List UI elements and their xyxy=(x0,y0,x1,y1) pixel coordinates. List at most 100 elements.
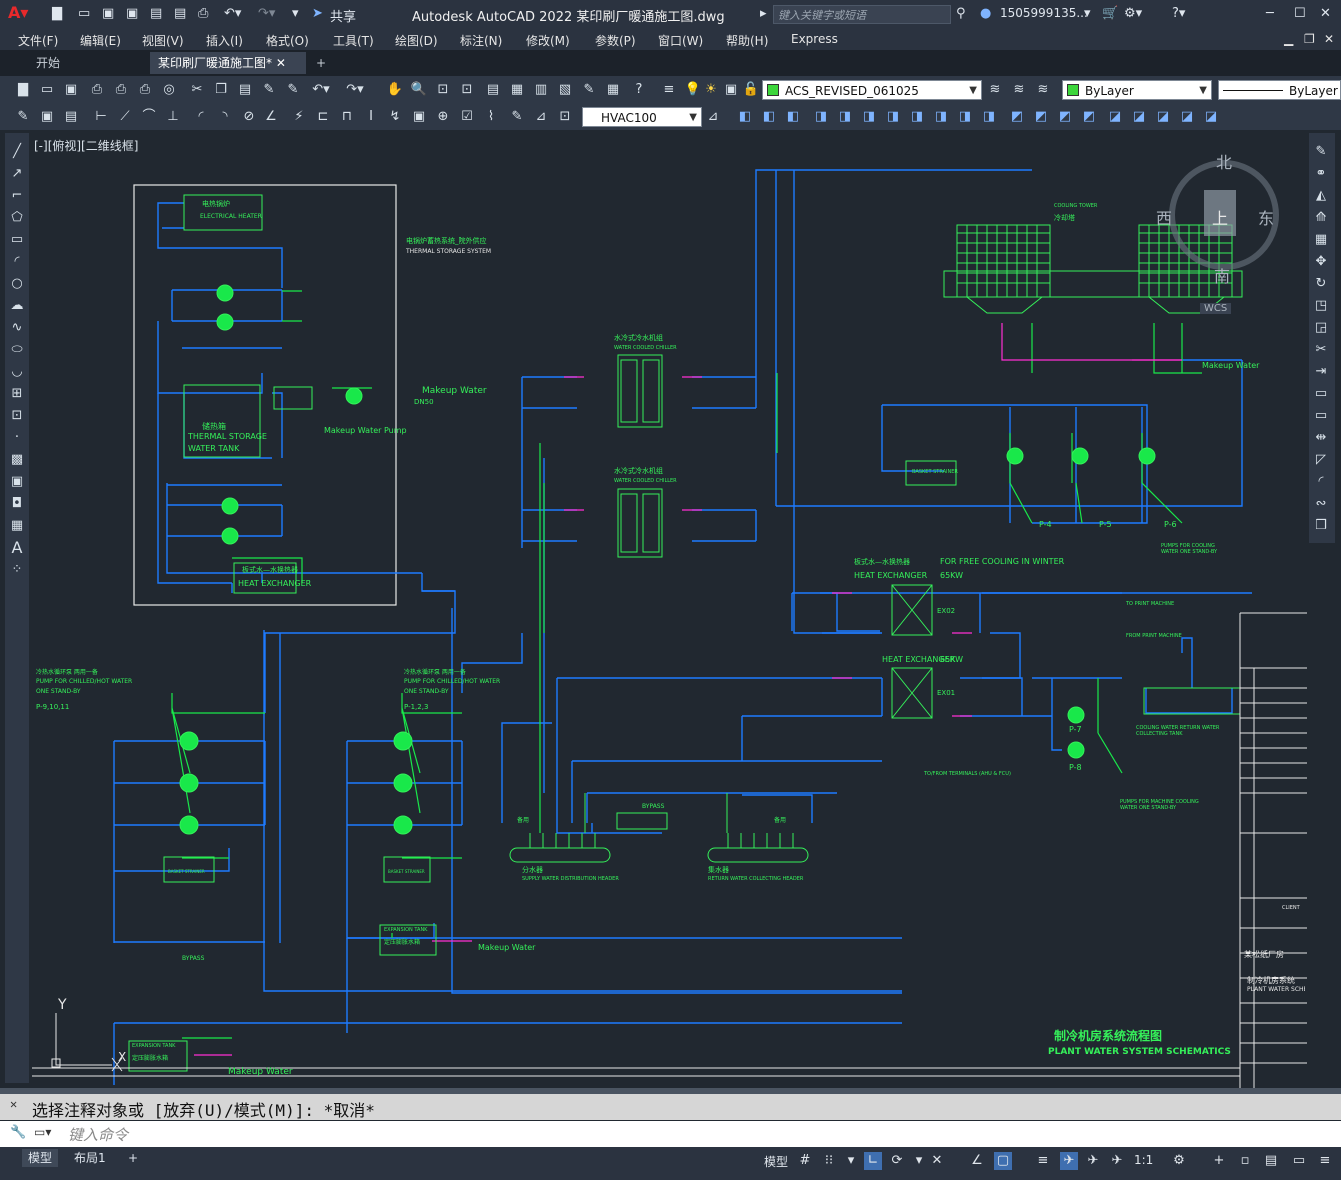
grid-icon[interactable]: # xyxy=(799,1153,811,1168)
properties-icon[interactable]: ▤ xyxy=(486,82,500,97)
drawing-canvas[interactable]: [-][俯视][二维线框] xyxy=(32,133,1307,1088)
dim-space-icon[interactable]: I xyxy=(369,109,373,124)
auto-scale-icon[interactable]: ✈ xyxy=(1087,1153,1099,1168)
center-mark-icon[interactable]: ⊕ xyxy=(437,109,449,124)
customize-wrench-icon[interactable]: 🔧 xyxy=(10,1125,27,1140)
arc-length-icon[interactable]: ⌒ xyxy=(142,109,156,124)
trim-icon[interactable]: ✂ xyxy=(1315,342,1327,357)
cut-icon[interactable]: ✂ xyxy=(191,82,203,97)
explode-icon[interactable]: ❒ xyxy=(1315,518,1327,533)
sheet-set-icon[interactable]: ▧ xyxy=(558,82,572,97)
add-selected-icon[interactable]: ⁘ xyxy=(11,562,23,577)
break-at-point-icon[interactable]: ▭ xyxy=(1314,386,1328,401)
tab-close-icon[interactable]: ✕ xyxy=(275,56,286,70)
aligned-dim-icon[interactable]: ⟋ xyxy=(120,109,130,124)
maximize-icon[interactable]: ☐ xyxy=(1294,6,1306,21)
region-icon[interactable]: ◘ xyxy=(11,496,23,511)
user-account[interactable]: 1505999135... xyxy=(1000,6,1088,20)
mirror-icon[interactable]: ◭ xyxy=(1316,188,1326,203)
zoom-window-icon[interactable]: ⊡ xyxy=(437,82,449,97)
rectangle-icon[interactable]: ▭ xyxy=(10,232,24,247)
qdim-icon[interactable]: ✎ xyxy=(17,109,29,124)
rotate-icon[interactable]: ↻ xyxy=(1315,276,1327,291)
union-icon[interactable]: ◧ xyxy=(738,109,752,124)
insert-block-icon[interactable]: ⊞ xyxy=(11,386,23,401)
share-button[interactable]: 共享 xyxy=(330,10,357,25)
customize-icon[interactable]: ▾ xyxy=(292,6,299,21)
user-icon[interactable]: ● xyxy=(980,6,992,21)
line-icon[interactable]: ╱ xyxy=(13,144,21,159)
mtext-icon[interactable]: A xyxy=(11,538,23,557)
viewcube-west[interactable]: 西 xyxy=(1156,209,1173,228)
inspect-icon[interactable]: ☑ xyxy=(461,109,473,124)
tab-model[interactable]: 模型 xyxy=(22,1149,59,1167)
tab-start[interactable]: 开始 xyxy=(36,56,61,70)
expand-search-icon[interactable]: ▸ xyxy=(760,6,767,21)
copy-faces-icon[interactable]: ◨ xyxy=(958,109,972,124)
wcs-menu[interactable]: WCS xyxy=(1200,303,1232,314)
snap-icon[interactable]: ⁝⁝ xyxy=(824,1153,834,1168)
doc-close-icon[interactable]: ✕ xyxy=(1324,32,1335,46)
isodraft-icon[interactable]: ✕ xyxy=(931,1153,943,1168)
menu-tools[interactable]: 工具(T) xyxy=(333,34,374,48)
circle-icon[interactable]: ○ xyxy=(11,276,23,291)
quick-properties-icon[interactable]: ▤ xyxy=(1264,1153,1278,1168)
save-icon[interactable]: ▣ xyxy=(64,82,78,97)
diameter-dim-icon[interactable]: ⊘ xyxy=(243,109,255,124)
menu-edit[interactable]: 编辑(E) xyxy=(80,34,121,48)
color-dropdown[interactable]: ByLayer▼ xyxy=(1062,80,1212,100)
user-dropdown-icon[interactable]: ▾ xyxy=(1084,6,1091,21)
import-icon[interactable]: ▤ xyxy=(150,6,163,21)
baseline-icon[interactable]: ⊏ xyxy=(317,109,329,124)
doc-restore-icon[interactable]: ❐ xyxy=(1304,32,1315,46)
radius-dim-icon[interactable]: ◜ xyxy=(198,109,204,124)
markup-icon[interactable]: ✎ xyxy=(583,82,595,97)
block-edit-icon[interactable]: ✎ xyxy=(287,82,299,97)
menu-window[interactable]: 窗口(W) xyxy=(658,34,704,48)
extend-icon[interactable]: ⇥ xyxy=(1315,364,1327,379)
menu-dimension[interactable]: 标注(N) xyxy=(460,34,503,48)
check-icon[interactable]: ◪ xyxy=(1156,109,1170,124)
close-command-icon[interactable]: ✕ xyxy=(10,1097,18,1111)
offset-icon[interactable]: ⟰ xyxy=(1315,210,1327,225)
construction-line-icon[interactable]: ↗ xyxy=(11,166,23,181)
export-icon[interactable]: ▤ xyxy=(174,6,187,21)
dim-break-icon[interactable]: ↯ xyxy=(389,109,401,124)
layer-lock-icon[interactable]: 🔓 xyxy=(742,82,760,97)
shell-icon[interactable]: ◪ xyxy=(1132,109,1146,124)
revcloud-icon[interactable]: ☁ xyxy=(10,298,24,313)
hatch-icon[interactable]: ▩ xyxy=(10,452,24,467)
chamfer-icon[interactable]: ◸ xyxy=(1316,452,1326,467)
layer-previous-icon[interactable]: ≋ xyxy=(1013,82,1025,97)
redo-icon[interactable]: ↷▾ xyxy=(258,6,276,21)
cart-icon[interactable]: 🛒 xyxy=(1102,6,1119,21)
saveas-icon[interactable]: ▣ xyxy=(126,6,139,21)
quick-dim-icon[interactable]: ⚡ xyxy=(294,109,304,124)
clean-screen-icon[interactable]: ▭ xyxy=(1292,1153,1306,1168)
tool-palettes-icon[interactable]: ▥ xyxy=(534,82,548,97)
layer-freeze-icon[interactable]: ☀ xyxy=(705,82,717,97)
open-icon[interactable]: ▭ xyxy=(40,82,54,97)
annotation-monitor-icon[interactable]: + xyxy=(1213,1153,1225,1168)
zoom-realtime-icon[interactable]: 🔍 xyxy=(410,82,428,97)
zoom-previous-icon[interactable]: ⊡ xyxy=(461,82,473,97)
menu-help[interactable]: 帮助(H) xyxy=(726,34,769,48)
join-icon[interactable]: ⇹ xyxy=(1315,430,1327,445)
menu-modify[interactable]: 修改(M) xyxy=(526,34,570,48)
ordinate-icon[interactable]: ⊥ xyxy=(167,109,179,124)
fillet-icon[interactable]: ◜ xyxy=(1318,474,1324,489)
menu-express[interactable]: Express xyxy=(791,32,838,46)
help-icon[interactable]: ? xyxy=(635,82,643,97)
osnap-icon[interactable]: ▢ xyxy=(994,1152,1012,1170)
taper-faces-icon[interactable]: ◨ xyxy=(934,109,948,124)
pan-icon[interactable]: ✋ xyxy=(386,82,404,97)
dimstyle-dropdown[interactable]: HVAC100▼ xyxy=(582,107,702,127)
polar-dropdown-icon[interactable]: ▾ xyxy=(915,1153,923,1168)
dimtedit-icon[interactable]: ⊿ xyxy=(535,109,547,124)
viewcube-ring[interactable] xyxy=(1169,160,1279,270)
units-icon[interactable]: ▫ xyxy=(1240,1153,1250,1168)
section-icon[interactable]: ◪ xyxy=(1204,109,1218,124)
add-layout-icon[interactable]: + xyxy=(128,1151,139,1165)
move-faces-icon[interactable]: ◨ xyxy=(838,109,852,124)
dim-update-icon[interactable]: ⊡ xyxy=(559,109,571,124)
